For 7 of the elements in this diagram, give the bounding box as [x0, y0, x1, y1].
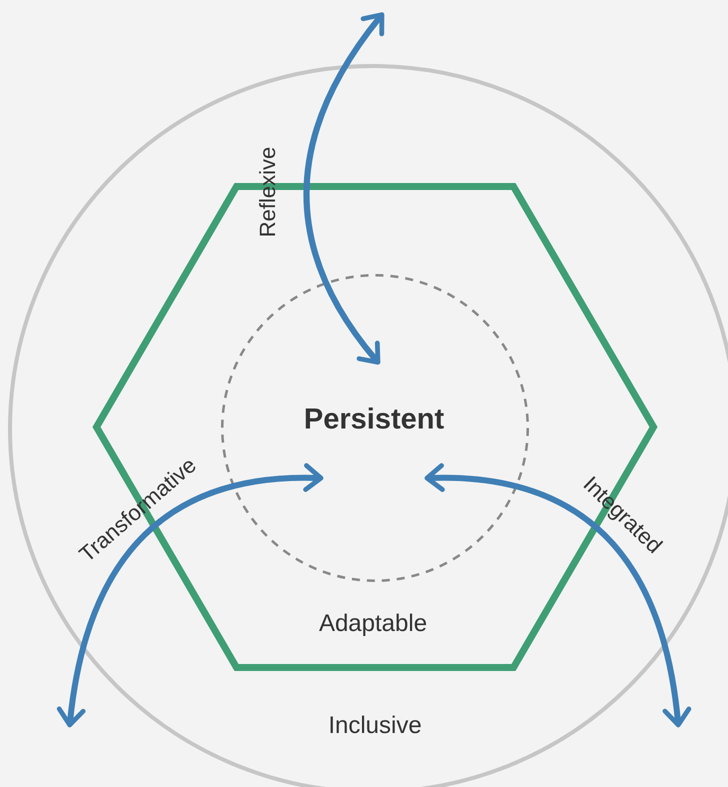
curved-arrow	[304, 12, 385, 365]
edge-label: Reflexive	[255, 146, 282, 238]
curved-arrow	[57, 464, 324, 728]
node-label: Persistent	[304, 404, 444, 436]
node-label: Inclusive	[328, 712, 422, 740]
curved-arrow	[424, 464, 691, 728]
node-label: Adaptable	[318, 610, 428, 638]
